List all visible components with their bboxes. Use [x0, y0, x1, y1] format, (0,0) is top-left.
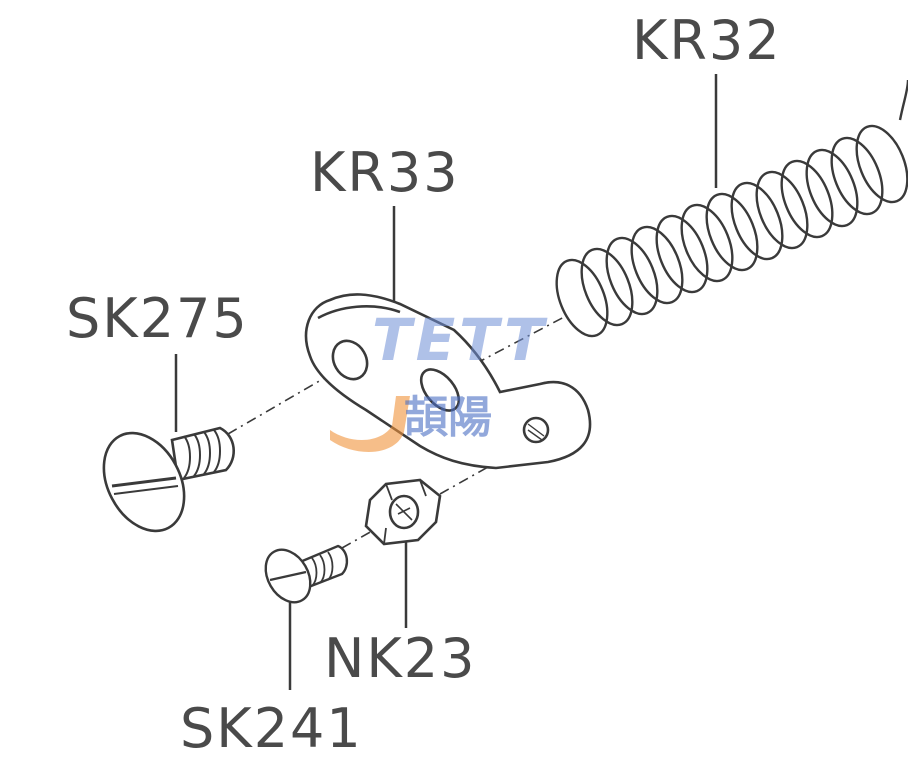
label-kr33: KR33 [310, 141, 460, 204]
watermark-swoosh [330, 396, 410, 452]
label-sk275: SK275 [66, 287, 249, 350]
axis-kr32 [455, 315, 567, 375]
nut-nk23 [364, 478, 442, 546]
screw-sk275-slot [111, 476, 177, 488]
label-sk241: SK241 [180, 697, 363, 760]
label-kr32: KR32 [632, 9, 782, 72]
watermark-brand-text: TETT [372, 306, 548, 374]
plate-kr33 [304, 293, 592, 470]
plate-slot [419, 368, 461, 412]
screw-sk241-slot [269, 570, 307, 582]
label-nk23: NK23 [324, 627, 477, 690]
screw-sk241 [264, 544, 349, 604]
plate-hole-large [331, 339, 369, 381]
screw-sk275 [102, 426, 235, 533]
spring-kr32 [555, 79, 908, 338]
watermark-logo [330, 396, 410, 452]
leader-lines [174, 74, 718, 690]
watermark-subtitle: 頡陽 [404, 392, 492, 443]
